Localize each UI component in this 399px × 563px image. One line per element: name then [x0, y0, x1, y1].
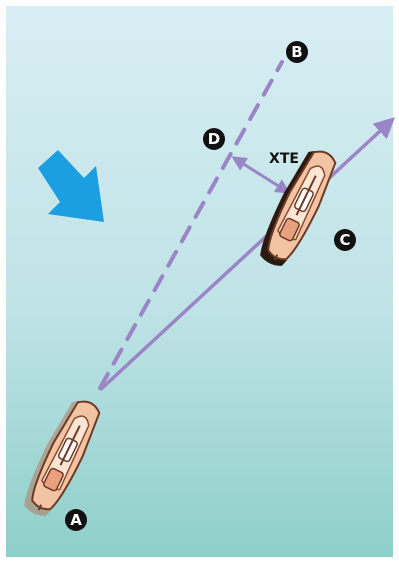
marker-d: D: [203, 128, 225, 150]
marker-b: B: [286, 41, 308, 63]
marker-c-label: C: [339, 231, 350, 249]
xte-label: XTE: [269, 151, 299, 167]
marker-a-label: A: [70, 511, 82, 529]
marker-c: C: [334, 229, 356, 251]
marker-d-label: D: [208, 130, 220, 148]
marker-b-label: B: [291, 43, 302, 61]
marker-a: A: [65, 509, 87, 531]
